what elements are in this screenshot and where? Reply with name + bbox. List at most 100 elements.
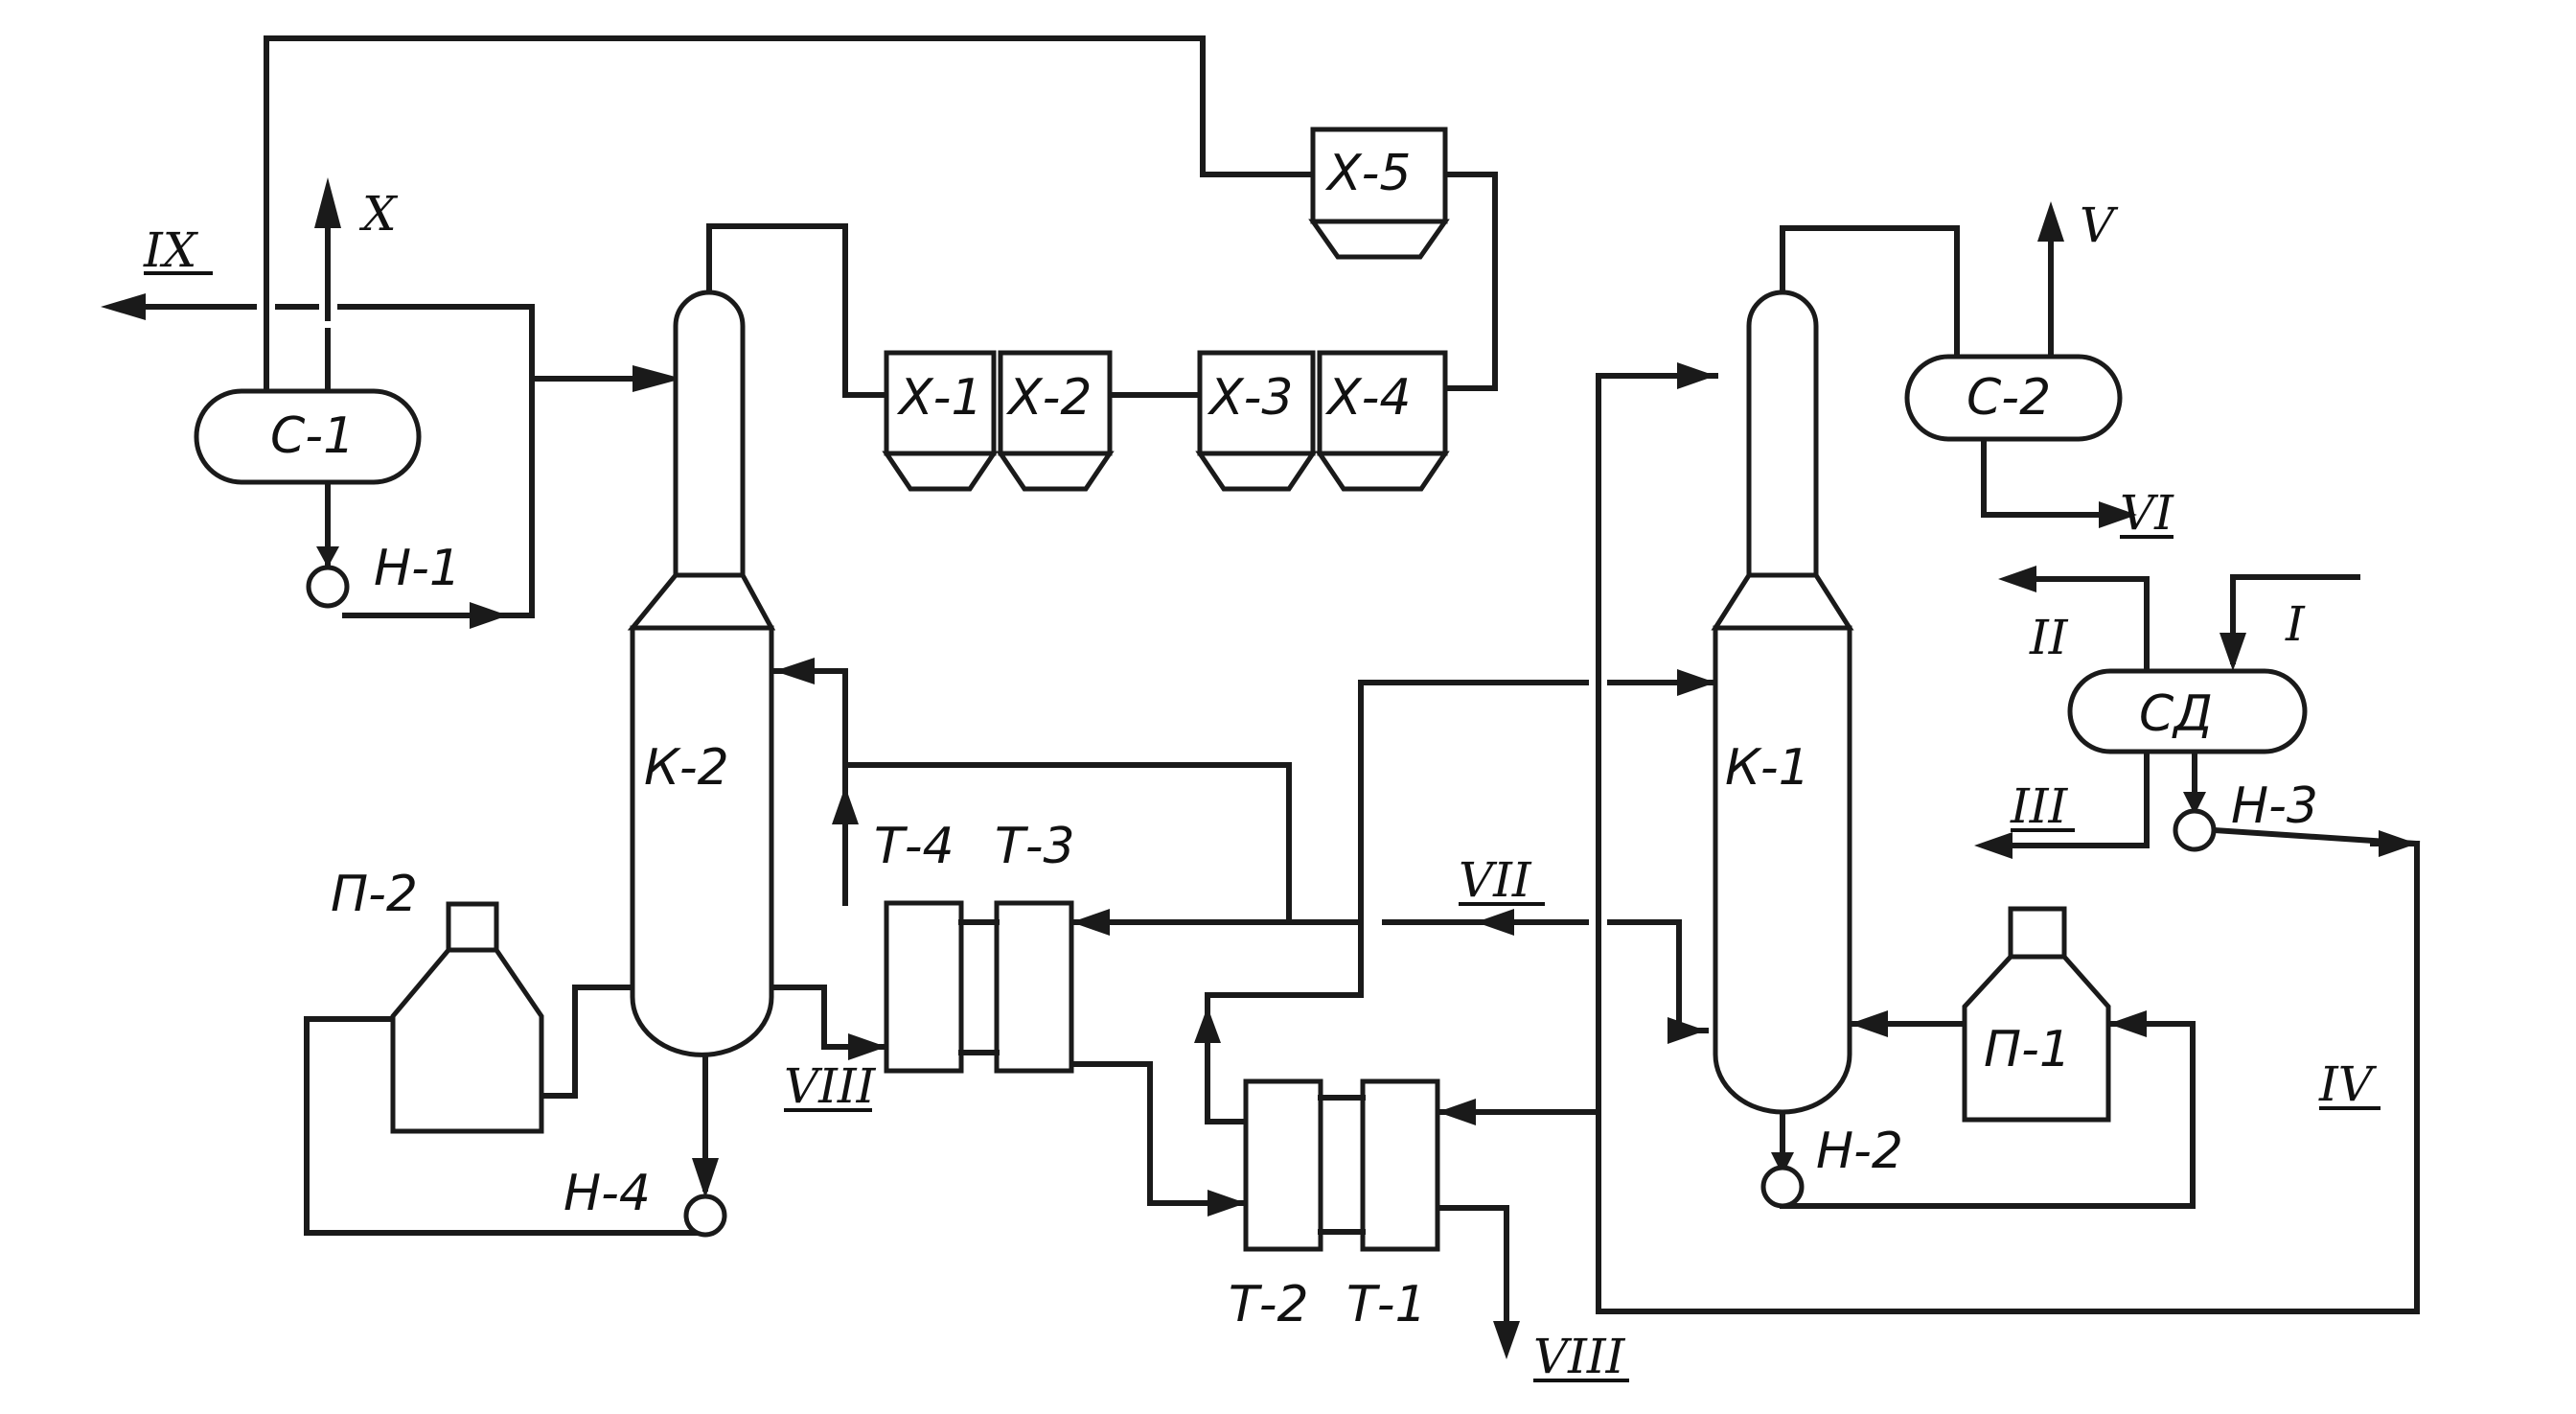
pump-h4	[683, 1194, 727, 1238]
furnace-p2	[390, 901, 544, 1134]
pipe-k1-outer-loop	[1435, 373, 1718, 1115]
pump-h1	[306, 565, 350, 609]
arrow-ii	[1998, 566, 2036, 592]
label-c1: С-1	[270, 407, 355, 465]
arrow-c1-h1	[316, 546, 339, 568]
label-x3: Х-3	[1207, 369, 1293, 427]
cooler-x5	[1308, 127, 1450, 260]
cooler-x2	[996, 350, 1115, 492]
stream-label-vii: VII	[1459, 852, 1532, 908]
arrow-outer-k1	[1677, 362, 1715, 389]
label-p1: П-1	[1984, 1021, 2071, 1078]
stream-label-ix: IX	[143, 222, 199, 278]
equipment-labels: С-1 Н-1 К-2 Н-4 П-2 Х-1 Х-2 Х-3 Х-4 Х-5 …	[270, 145, 2318, 1333]
arrow-iii	[1974, 832, 2012, 859]
pump-h3	[2173, 808, 2217, 852]
exchanger-t4	[884, 900, 964, 1074]
label-h2: Н-2	[1816, 1123, 1903, 1180]
label-c2: С-2	[1966, 369, 2051, 427]
arrow-vi	[2099, 501, 2137, 528]
pipe-vii	[1069, 919, 1709, 1033]
stream-label-viii-bottom: VIII	[1533, 1329, 1626, 1384]
arrow-x	[314, 177, 341, 228]
arrow-v	[2037, 201, 2064, 242]
stream-label-ii: II	[2029, 610, 2069, 665]
label-cd: СД	[2139, 685, 2213, 743]
label-x1: Х-1	[896, 369, 982, 427]
exchanger-t3	[994, 900, 1074, 1074]
label-t3: Т-3	[995, 818, 1075, 875]
desalter-cd	[2067, 668, 2308, 754]
arrow-t1-return	[1438, 1099, 1476, 1125]
arrow-vii-2	[1476, 909, 1514, 936]
label-x5: Х-5	[1324, 145, 1411, 202]
label-k1: К-1	[1725, 739, 1810, 797]
exchanger-t1	[1360, 1078, 1440, 1252]
pipe-t3-t2	[1069, 1061, 1249, 1206]
arrow-h3-out	[2379, 830, 2417, 857]
pipe-k1-lower-side	[1676, 919, 1709, 1033]
pipe-c1-x5	[264, 35, 1316, 394]
stream-label-i: I	[2285, 596, 2306, 652]
arrow-p1-in	[2108, 1010, 2147, 1037]
label-p2: П-2	[331, 866, 418, 923]
arrow-k2-h4	[692, 1158, 719, 1198]
label-t4: Т-4	[874, 818, 954, 875]
stream-label-iv: IV	[2318, 1056, 2378, 1112]
stream-label-vi: VI	[2120, 485, 2174, 541]
furnace-p1	[1962, 906, 2111, 1123]
column-k1	[1711, 290, 1854, 1115]
stream-label-v: V	[2080, 197, 2119, 253]
arrow-k1-feed	[1677, 669, 1715, 696]
label-h1: Н-1	[374, 540, 461, 597]
flow-arrows	[101, 177, 2417, 1359]
label-x4: Х-4	[1324, 369, 1411, 427]
pipe-t4-k2	[773, 668, 848, 906]
cooler-x3	[1195, 350, 1318, 492]
label-t1: Т-1	[1346, 1276, 1427, 1333]
pipe-cd-iii	[1990, 743, 2150, 848]
stream-label-x: X	[358, 186, 399, 242]
arrow-t2-riser	[1194, 1007, 1221, 1043]
arrow-t4-k2	[774, 658, 815, 684]
stream-labels: IX X V VI I II III IV VII VIII VIII	[143, 186, 2380, 1384]
stream-label-viii-left: VIII	[784, 1058, 877, 1114]
label-x2: Х-2	[1005, 369, 1092, 427]
label-h3: Н-3	[2231, 777, 2318, 835]
pipe-t2-t1-link	[1318, 1095, 1366, 1235]
pipe-k2-top-x1	[706, 223, 889, 398]
arrow-k1-lower	[1668, 1017, 1706, 1044]
arrow-vii-1	[1071, 909, 1110, 936]
separator-c1	[194, 388, 422, 485]
arrow-i	[2220, 633, 2246, 671]
pipe-c2-vi	[1981, 427, 2102, 518]
arrow-k2-t4	[848, 1033, 886, 1060]
pump-h2	[1760, 1165, 1805, 1209]
arrow-k1-h2	[1771, 1152, 1794, 1175]
pipe-p1-loop	[1780, 1021, 2196, 1209]
label-k2: К-2	[644, 739, 729, 797]
label-t2: Т-2	[1229, 1276, 1309, 1333]
arrow-t3-t2	[1208, 1190, 1246, 1217]
arrow-t4-riser	[832, 786, 859, 824]
column-k2	[627, 290, 776, 1057]
arrow-h1-return	[470, 602, 508, 629]
cooler-x4	[1315, 350, 1450, 492]
pipe-k2-bottom-t4	[769, 985, 889, 1050]
label-h4: Н-4	[564, 1165, 651, 1222]
arrow-cd-h3	[2183, 792, 2206, 815]
pipe-cd-ii	[2034, 576, 2150, 685]
cooler-x1	[882, 350, 999, 492]
arrow-reflux-k2	[632, 365, 682, 392]
separator-c2	[1904, 354, 2123, 442]
stream-label-iii: III	[2010, 778, 2069, 834]
pipe-t1-viii	[1435, 1205, 1509, 1340]
arrow-viii-out	[1493, 1321, 1520, 1359]
pipe-ix-outlet	[141, 304, 535, 618]
arrow-p1-k1	[1850, 1010, 1888, 1037]
exchanger-t2	[1243, 1078, 1323, 1252]
pipe-x5-x4	[1442, 172, 1498, 391]
pipe-t4-t3-link	[958, 919, 1000, 1055]
arrow-ix	[101, 293, 146, 320]
